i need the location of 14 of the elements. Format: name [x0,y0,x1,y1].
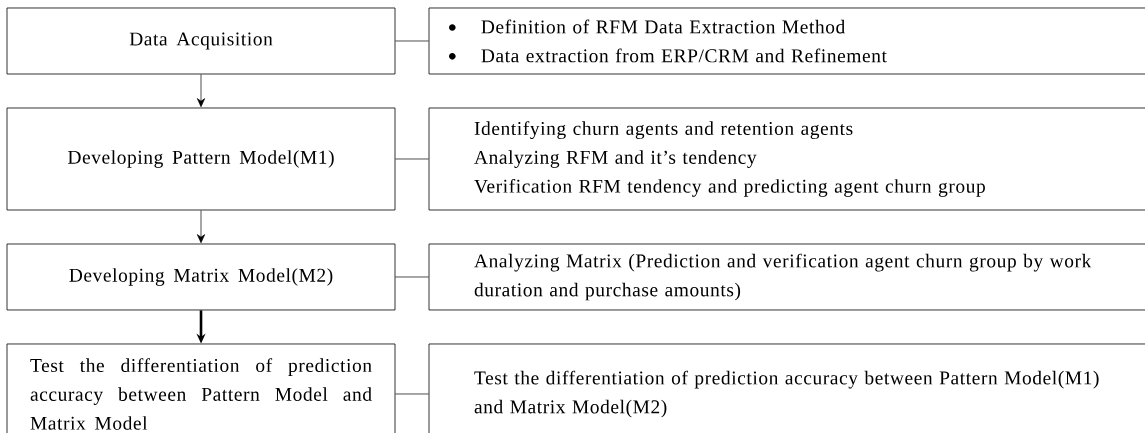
arrow [197,210,206,244]
process-box: Test the differentiation of prediction accuracy between Pattern Model(M1) and Matrix Model(M2) [428,343,1145,433]
process-box: Test the differentiation of prediction accuracy between Pattern Model and Matrix Model [6,343,396,433]
process-box: Identifying churn agents and retention agents Analyzing RFM and it’s tendency Verification RFM tendency and predicting agent churn group [428,107,1145,211]
connector-line [395,40,429,42]
process-box: Analyzing Matrix (Prediction and verification agent churn group by work duration and purchase amounts) [428,243,1145,311]
connector-line [395,276,429,278]
process-box: Developing Matrix Model(M2) [6,243,396,311]
arrow [197,74,206,108]
process-box: Developing Pattern Model(M1) [6,107,396,211]
connector-line [395,158,429,160]
process-box: Definition of RFM Data Extraction Method Data extraction from ERP/CRM and Refinement [428,7,1145,75]
process-box: Data Acquisition [6,7,396,75]
connector-line [395,393,429,395]
